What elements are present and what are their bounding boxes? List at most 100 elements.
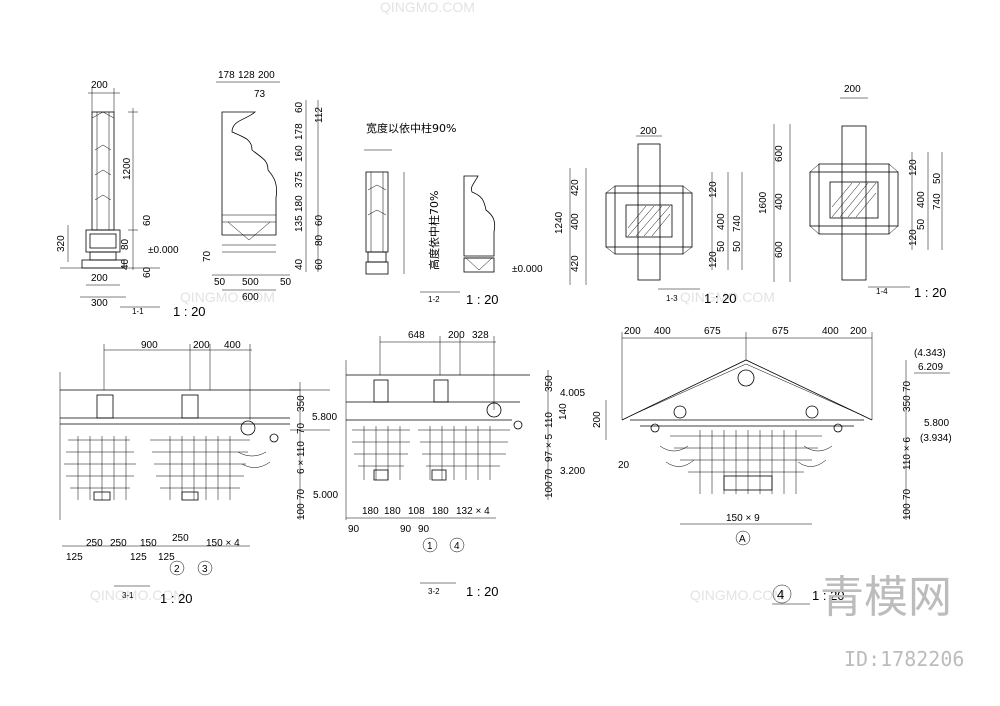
dim-label: 150: [140, 538, 157, 549]
dim-label: 200: [258, 70, 275, 81]
dim-label: 60: [142, 266, 153, 278]
dim-label: 200: [624, 326, 641, 337]
dim-label: 128: [238, 70, 255, 81]
view-1-1: 200 1200 60 320 80 ±0.000 40 60 200 300 …: [56, 80, 206, 319]
dim-label: 90: [348, 524, 360, 535]
dim-label: 120: [708, 181, 719, 198]
view-tag: 3-2: [428, 587, 440, 596]
elevation-label: (3.934): [920, 433, 952, 444]
dim-label: 70: [202, 250, 213, 262]
dim-label: 600: [774, 145, 785, 162]
dim-label: 60: [294, 101, 305, 113]
dim-label: 375: [294, 171, 305, 188]
dim-label: 90: [418, 524, 430, 535]
dim-label: 250: [86, 538, 103, 549]
dim-label: 180: [384, 506, 401, 517]
detail-marker: 3: [202, 564, 208, 575]
dim-label: 150 × 9: [726, 513, 760, 524]
elevation-label: 6.209: [918, 362, 943, 373]
dim-label: 100: [296, 503, 307, 520]
dim-label: 350: [296, 395, 307, 412]
view-scale: 1 : 20: [466, 292, 499, 307]
view-tag: 1-3: [666, 294, 678, 303]
dim-label: 110 × 6: [902, 437, 913, 470]
dim-label: 350: [544, 375, 555, 392]
dim-label: 70: [544, 468, 555, 480]
dim-label: 40: [120, 258, 131, 270]
dim-label: 400: [774, 193, 785, 210]
dim-label: 400: [224, 340, 241, 351]
dim-label: 70: [902, 380, 913, 392]
dim-label: 125: [66, 552, 83, 563]
dim-label: 160: [294, 145, 305, 162]
dim-label: 140: [558, 403, 569, 420]
dim-label: 178: [294, 123, 305, 140]
dim-label: 120: [908, 159, 919, 176]
height-note: 高度依中柱70%: [427, 191, 441, 270]
detail-marker: 2: [174, 564, 180, 575]
dim-label: 178: [218, 70, 235, 81]
bracket-tiers: [64, 436, 271, 501]
dim-label: 50: [716, 240, 727, 252]
dim-label: 100: [544, 481, 555, 498]
dim-label: 250: [172, 533, 189, 544]
dim-label: 250: [110, 538, 127, 549]
view-tag: 4: [777, 587, 784, 602]
dim-label: 70: [902, 488, 913, 500]
view-tag: 3-1: [122, 591, 134, 600]
elevation-label: 5.800: [924, 418, 949, 429]
dim-label: 200: [91, 80, 108, 91]
dim-label: 80: [120, 238, 131, 250]
detail-marker: A: [739, 534, 746, 545]
dim-label: 740: [932, 193, 943, 210]
dim-label: 100: [902, 503, 913, 520]
dim-label: 50: [732, 240, 743, 252]
dim-label: 60: [314, 214, 325, 226]
view-3-2: 648 200 328 350 4.005 140 110 97 × 5 70 …: [345, 330, 585, 599]
dim-label: 420: [570, 179, 581, 196]
view-scale: 1 : 20: [704, 291, 737, 306]
dim-label: 180: [294, 195, 305, 212]
dim-label: 400: [654, 326, 671, 337]
dim-label: 135: [294, 215, 305, 232]
dim-label: 20: [618, 460, 630, 471]
dim-label: 70: [296, 488, 307, 500]
view-3-1: 900 200 400 350 5.800 70 6 × 110 70 5.00…: [59, 340, 338, 606]
dim-label: 600: [774, 241, 785, 258]
view-tag: 1-1: [132, 307, 144, 316]
image-id-watermark: ID:1782206: [844, 647, 964, 671]
dim-label: 50: [280, 277, 292, 288]
bracket-tiers: [352, 426, 510, 481]
view-scale: 1 : 20: [914, 285, 947, 300]
dim-label: 1240: [554, 211, 565, 234]
width-note: 宽度以依中柱90%: [366, 121, 456, 135]
elevation-label: 4.005: [560, 388, 585, 399]
view-1-4: 200 600 1600 400 600 120 400 740 50 120 …: [758, 84, 947, 300]
dim-label: 180: [362, 506, 379, 517]
ghost-watermark: QINGMO.COM: [180, 289, 275, 305]
dim-label: 108: [408, 506, 425, 517]
dim-label: 200: [844, 84, 861, 95]
elevation-label: 5.800: [312, 412, 337, 423]
dim-label: 1200: [122, 157, 133, 180]
view-bracket-profile: 178 128 200 73 60 112 178 160 375 180 13…: [202, 70, 325, 303]
dim-label: 400: [716, 213, 727, 230]
elevation-label: 3.200: [560, 466, 585, 477]
dim-label: 400: [570, 213, 581, 230]
dim-label: 675: [772, 326, 789, 337]
view-scale: 1 : 20: [173, 304, 206, 319]
dim-label: 40: [294, 258, 305, 270]
dim-label: 400: [916, 191, 927, 208]
dim-label: 500: [242, 277, 259, 288]
dim-label: 740: [732, 215, 743, 232]
dim-label: 120: [708, 251, 719, 268]
dim-label: 50: [932, 172, 943, 184]
dim-label: 60: [142, 214, 153, 226]
dim-label: 200: [850, 326, 867, 337]
dim-label: 350: [902, 395, 913, 412]
dim-label: 1600: [758, 191, 769, 214]
view-scale: 1 : 20: [812, 588, 845, 603]
view-1-3: 200 420 1240 400 420 120 400 740 50 120 …: [554, 126, 743, 306]
dim-label: 112: [314, 107, 325, 123]
